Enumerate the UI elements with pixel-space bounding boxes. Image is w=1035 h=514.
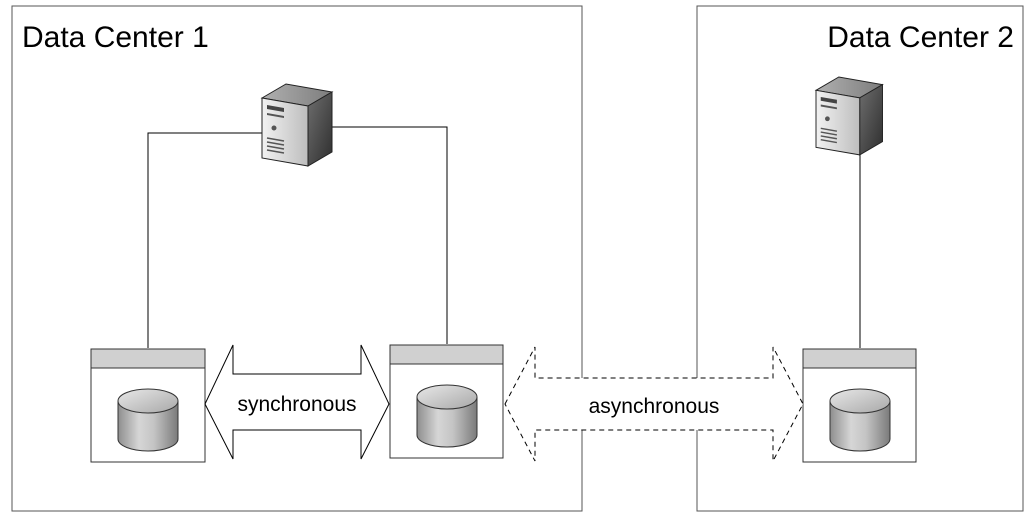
synchronous-arrow: [204, 344, 390, 460]
database-node-dc1-secondary: [389, 344, 504, 459]
asynchronous-arrow: [504, 346, 804, 462]
database-icon: [117, 388, 179, 452]
dc1-left-connector: [147, 132, 262, 348]
database-node-dc1-primary: [90, 348, 206, 463]
dc1-right-connector: [330, 126, 448, 344]
data-center-1-box: [11, 5, 583, 512]
server-icon: [815, 76, 884, 156]
server-icon: [261, 83, 333, 167]
database-node-dc2: [802, 348, 917, 463]
data-center-2-box: [696, 5, 1024, 512]
data-center-2-title: Data Center 2: [827, 21, 1014, 54]
synchronous-label: synchronous: [237, 393, 356, 416]
database-icon: [416, 384, 478, 448]
asynchronous-label: asynchronous: [589, 395, 720, 418]
data-center-1-title: Data Center 1: [22, 21, 209, 54]
database-icon: [829, 388, 891, 452]
